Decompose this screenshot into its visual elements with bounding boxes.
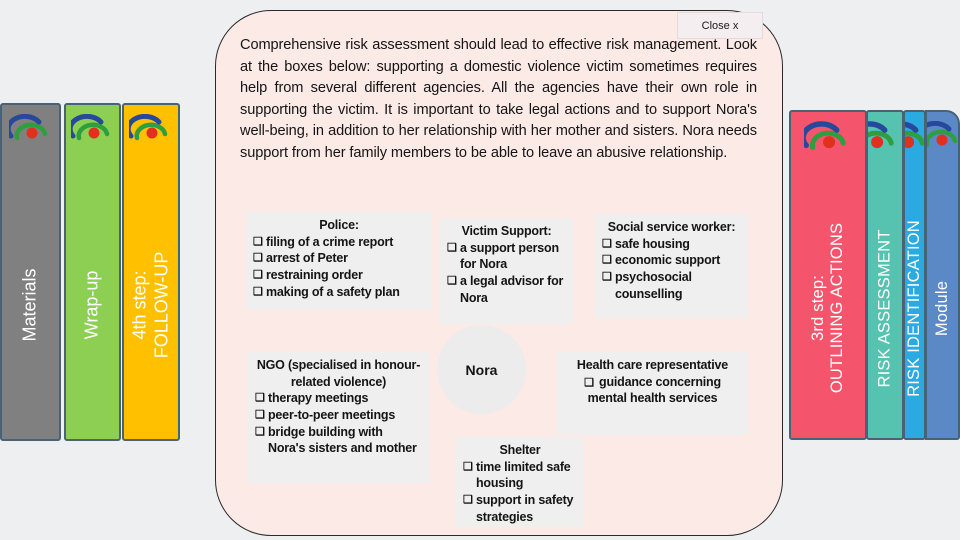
checkbox-icon: ❑ xyxy=(253,268,263,281)
swirl-logo-icon xyxy=(804,121,846,150)
checklist-item-label: therapy meetings xyxy=(268,391,369,406)
checklist-item: ❑ guidance concerning mental health serv… xyxy=(564,374,741,407)
checklist-item: ❑ bridge building with Nora's sisters an… xyxy=(255,424,422,457)
tab-label-line: RISK IDENTIFICATION xyxy=(905,219,924,397)
checklist-item-label: making of a safety plan xyxy=(266,284,400,299)
health-care-box: Health care representative ❑ guidance co… xyxy=(557,352,748,435)
tab-label: RISK IDENTIFICATION xyxy=(905,112,924,438)
checklist-item: ❑ filing of a crime report xyxy=(253,234,425,251)
swirl-logo-icon xyxy=(70,114,109,141)
nora-node: Nora xyxy=(437,325,526,414)
ngo-box: NGO (specialised in honour-related viole… xyxy=(248,352,429,483)
police-box: Police: ❑ filing of a crime report ❑ arr… xyxy=(246,212,432,310)
checklist-item: ❑ therapy meetings xyxy=(255,390,422,407)
tab-4th-step-follow-up[interactable]: 4th step: FOLLOW-UP xyxy=(122,103,180,441)
checkbox-icon: ❑ xyxy=(584,376,594,389)
close-button[interactable]: Close x xyxy=(677,12,763,39)
tab-label-line: 4th step: xyxy=(129,270,150,340)
swirl-logo-icon xyxy=(8,114,47,141)
tab-3rd-step-outlining-actions[interactable]: 3rd step: OUTLINING ACTIONS xyxy=(789,110,867,440)
swirl-logo-icon xyxy=(868,121,894,149)
box-title: Social service worker: xyxy=(607,220,736,234)
tab-label-line: FOLLOW-UP xyxy=(151,251,171,359)
tab-materials[interactable]: Materials xyxy=(0,103,61,441)
checkbox-icon: ❑ xyxy=(253,252,263,265)
checkbox-icon: ❑ xyxy=(253,235,263,248)
intro-paragraph: Comprehensive risk assessment should lea… xyxy=(240,37,757,161)
checklist-item-label: arrest of Peter xyxy=(266,251,348,266)
box-title: Victim Support: xyxy=(461,224,552,238)
victim-support-box: Victim Support: ❑ a support person for N… xyxy=(440,218,573,324)
box-title: Shelter xyxy=(499,443,541,457)
tab-label: Wrap-up xyxy=(66,105,119,439)
checklist-item: ❑ economic support xyxy=(602,252,741,269)
checkbox-icon: ❑ xyxy=(463,493,473,506)
tab-risk-identification[interactable]: RISK IDENTIFICATION xyxy=(903,110,926,440)
tab-label-line: 3rd step: xyxy=(809,274,828,342)
checklist-item: ❑ arrest of Peter xyxy=(253,250,425,267)
checkbox-icon: ❑ xyxy=(447,274,457,287)
box-title: Health care representative xyxy=(576,358,729,372)
checkbox-icon: ❑ xyxy=(255,425,265,438)
checklist-item-label: safe housing xyxy=(615,236,690,251)
swirl-logo-icon xyxy=(927,121,958,148)
box-title: Police: xyxy=(319,218,359,232)
checklist-item-label: support in safety strategies xyxy=(476,492,574,524)
checklist-item: ❑ making of a safety plan xyxy=(253,284,425,301)
tab-label: 3rd step: OUTLINING ACTIONS xyxy=(791,112,865,438)
tab-label-line: RISK ASSESSMENT xyxy=(875,229,894,387)
checklist-item: ❑ support in safety strategies xyxy=(463,492,577,525)
checklist-item: ❑ safe housing xyxy=(602,236,741,253)
tab-label-line: OUTLINING ACTIONS xyxy=(828,222,847,394)
swirl-logo-icon xyxy=(129,114,168,141)
checklist-item-label: restraining order xyxy=(266,267,363,282)
checkbox-icon: ❑ xyxy=(602,237,612,250)
checkbox-icon: ❑ xyxy=(602,270,612,283)
checklist-item-label: a support person for Nora xyxy=(460,240,559,272)
tab-label: Module xyxy=(927,112,958,438)
checklist-item-label: guidance concerning mental health servic… xyxy=(587,374,721,406)
checkbox-icon: ❑ xyxy=(602,254,612,267)
tab-label-line: Module xyxy=(933,280,952,336)
checklist-item-label: a legal advisor for Nora xyxy=(460,273,564,305)
checklist-item: ❑ peer-to-peer meetings xyxy=(255,407,422,424)
tab-label: 4th step: FOLLOW-UP xyxy=(124,105,178,439)
checklist-item: ❑ restraining order xyxy=(253,267,425,284)
checklist-item: ❑ psychosocial counselling xyxy=(602,269,741,302)
checklist-item: ❑ time limited safe housing xyxy=(463,459,577,492)
checklist-item: ❑ a support person for Nora xyxy=(447,240,566,273)
social-service-box: Social service worker: ❑ safe housing ❑ … xyxy=(595,214,748,318)
tab-label: RISK ASSESSMENT xyxy=(868,112,902,438)
checkbox-icon: ❑ xyxy=(253,285,263,298)
box-title: NGO (specialised in honour-related viole… xyxy=(256,358,421,389)
checklist-item-label: economic support xyxy=(615,253,721,268)
nora-label: Nora xyxy=(465,361,498,378)
swirl-logo-icon xyxy=(905,121,924,149)
checklist-item-label: time limited safe housing xyxy=(476,459,571,491)
tab-label-line: Wrap-up xyxy=(81,270,102,340)
checklist-item-label: bridge building with Nora's sisters and … xyxy=(268,424,417,456)
checkbox-icon: ❑ xyxy=(255,392,265,405)
checkbox-icon: ❑ xyxy=(463,460,473,473)
checklist-item-label: psychosocial counselling xyxy=(615,269,692,301)
checklist-item-label: filing of a crime report xyxy=(266,234,394,249)
tab-module[interactable]: Module xyxy=(925,110,960,440)
checklist-item-label: peer-to-peer meetings xyxy=(268,407,396,422)
checkbox-icon: ❑ xyxy=(447,241,457,254)
tab-label-line: Materials xyxy=(19,268,40,342)
checkbox-icon: ❑ xyxy=(255,408,265,421)
tab-wrap-up[interactable]: Wrap-up xyxy=(64,103,121,441)
tab-risk-assessment[interactable]: RISK ASSESSMENT xyxy=(866,110,904,440)
shelter-box: Shelter ❑ time limited safe housing ❑ su… xyxy=(456,437,584,527)
tab-label: Materials xyxy=(2,105,59,439)
checklist-item: ❑ a legal advisor for Nora xyxy=(447,273,566,306)
